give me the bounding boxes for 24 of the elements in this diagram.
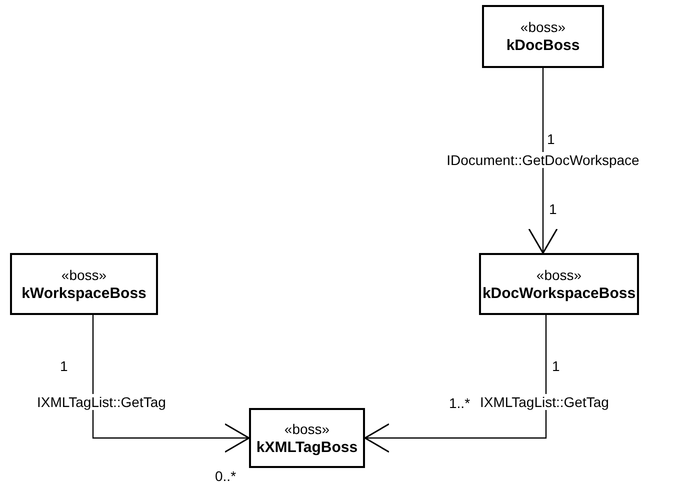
stereotype-label: «boss» [520, 18, 566, 36]
class-box [482, 5, 604, 68]
class-name: kDocWorkspaceBoss [482, 284, 636, 302]
edge-label: IXMLTagList::GetTag [480, 394, 609, 410]
stereotype-label: «boss» [284, 420, 330, 438]
association-arrow [92, 315, 250, 453]
stereotype-label: «boss» [61, 266, 107, 284]
multiplicity-label: 1..* [449, 395, 470, 411]
association-arrow [528, 68, 558, 254]
class-name: kXMLTagBoss [256, 438, 358, 456]
multiplicity-label: 1 [547, 131, 555, 147]
class-box [479, 253, 639, 315]
stereotype-label: «boss» [536, 266, 582, 284]
edge-label: IXMLTagList::GetTag [37, 394, 166, 410]
multiplicity-label: 0..* [215, 468, 236, 482]
multiplicity-label: 1 [60, 358, 68, 374]
multiplicity-label: 1 [549, 201, 557, 217]
edge-label: IDocument::GetDocWorkspace [446, 152, 640, 168]
class-box [10, 253, 158, 315]
class-box [249, 408, 365, 468]
class-name: kWorkspaceBoss [22, 284, 146, 302]
multiplicity-label: 1 [552, 358, 560, 374]
association-arrow [364, 315, 547, 453]
class-name: kDocBoss [506, 36, 580, 55]
